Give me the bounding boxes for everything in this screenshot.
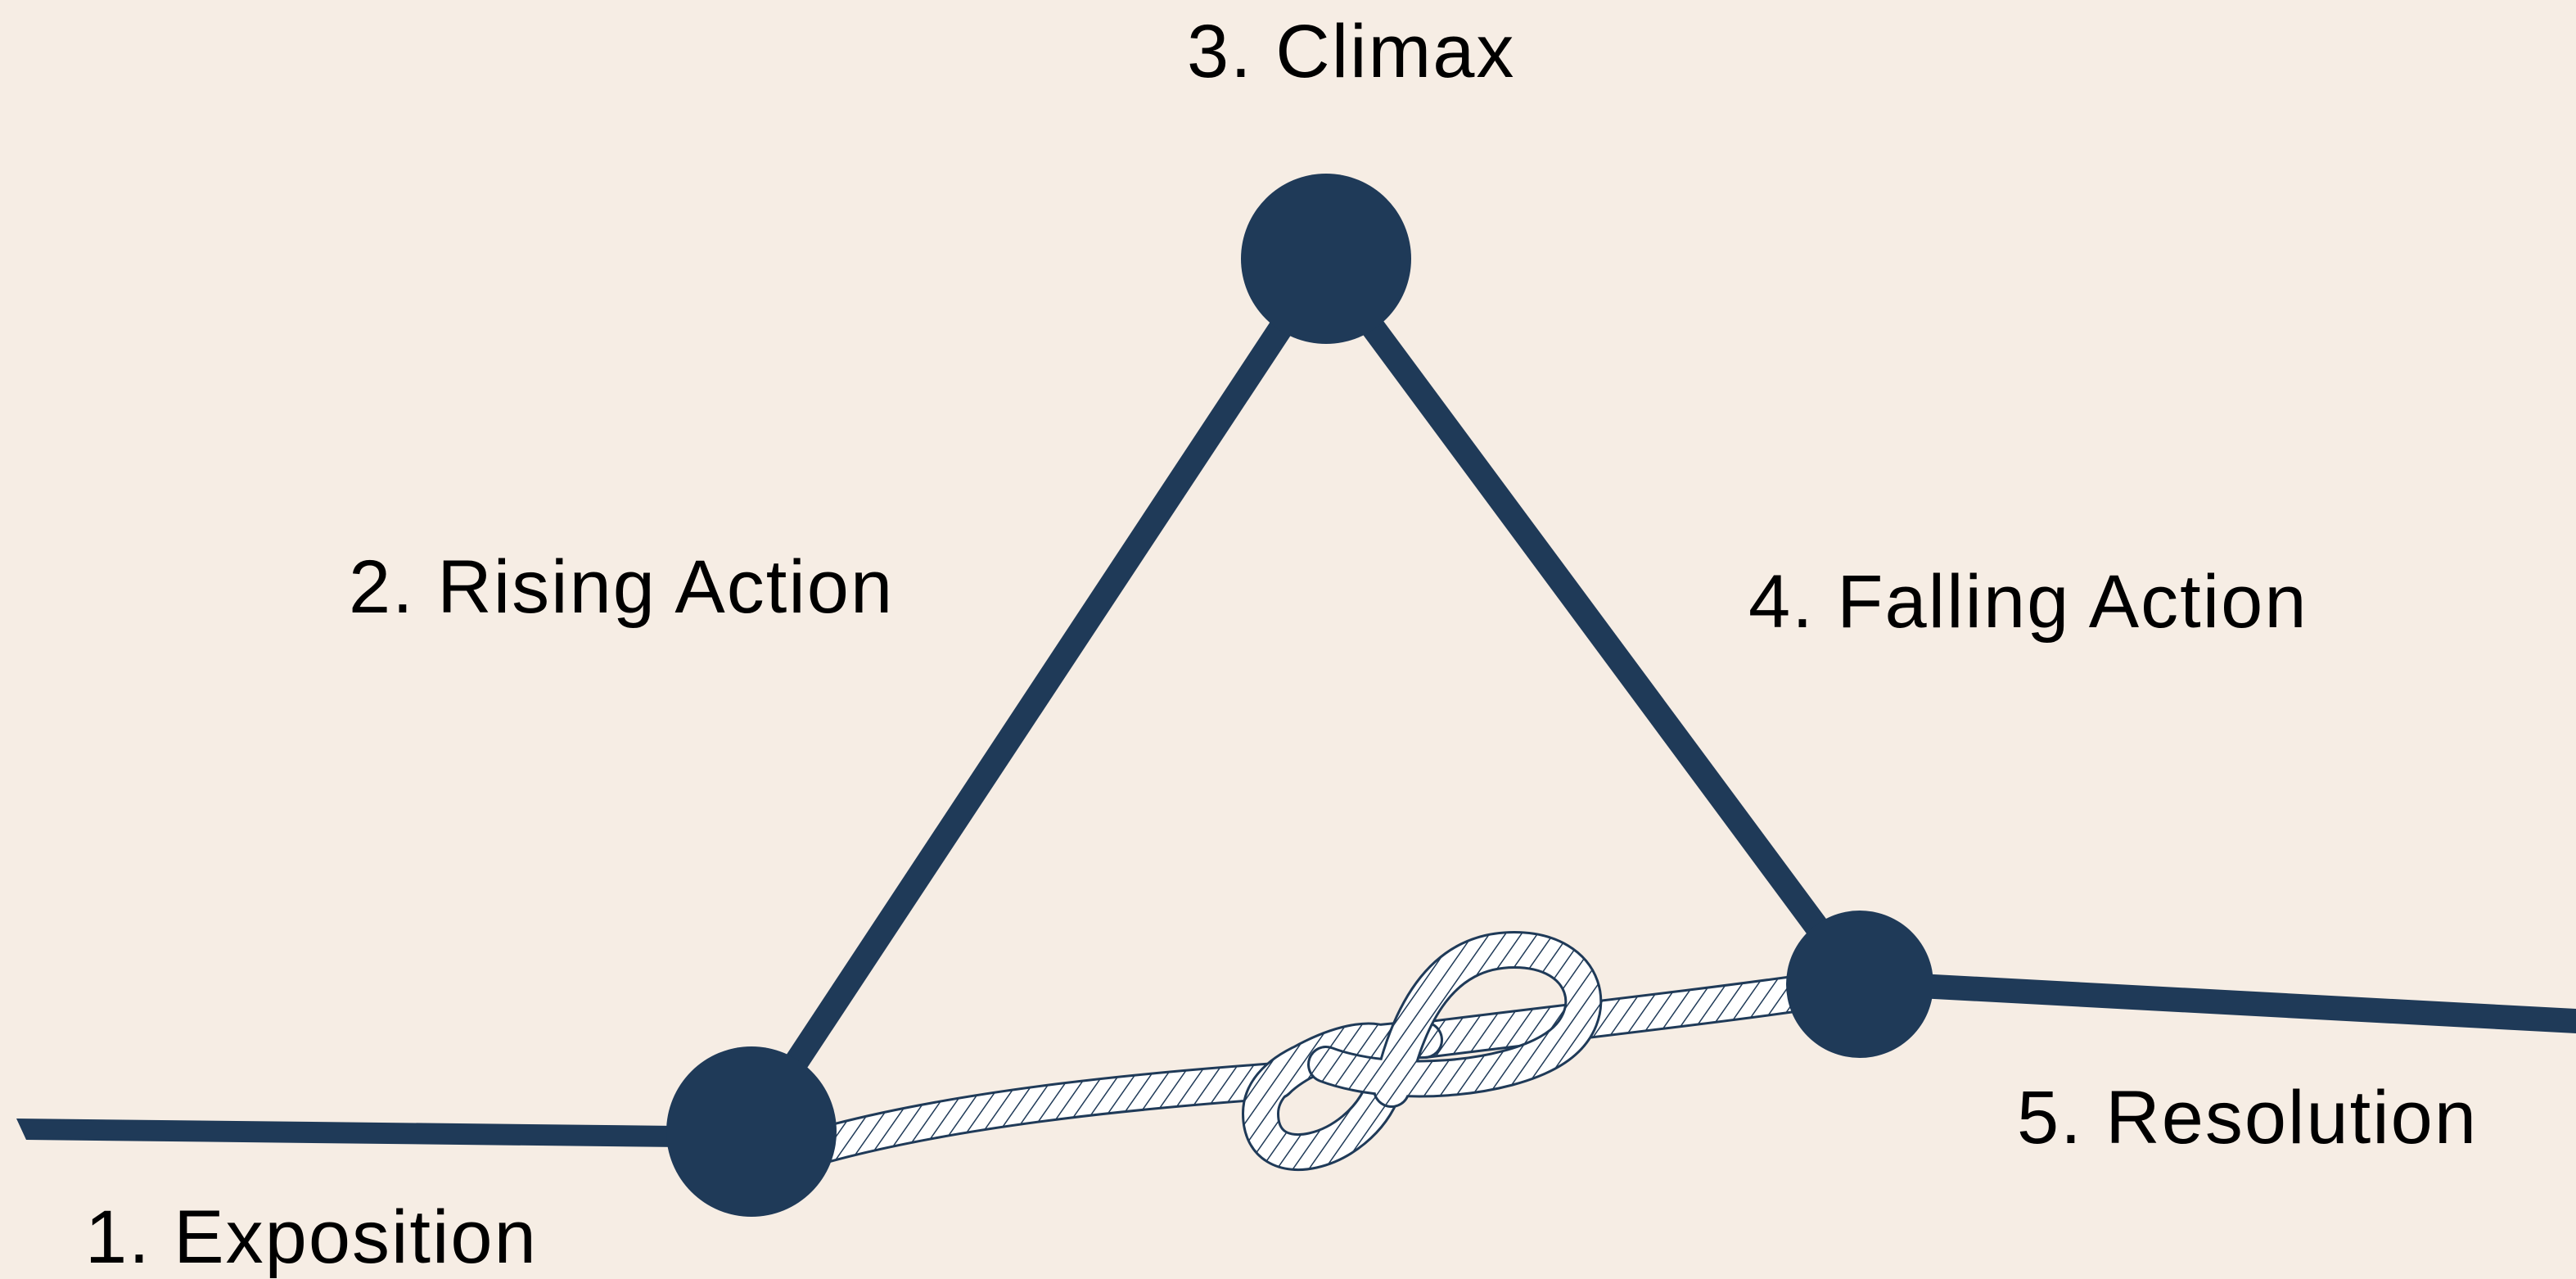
exposition-line (16, 1119, 751, 1148)
stage-label-falling-action: 4. Falling Action (1748, 560, 2308, 644)
plot-nodes (666, 174, 1933, 1217)
resolution-node (1786, 911, 1933, 1058)
figure-eight-knot-rope-icon (1241, 930, 1603, 1171)
falling-action-line (1314, 255, 1869, 990)
stage-labels: 1. Exposition 2. Rising Action 3. Climax… (85, 10, 2478, 1279)
exposition-node (666, 1046, 837, 1217)
stage-label-resolution: 5. Resolution (2017, 1076, 2478, 1159)
stage-label-exposition: 1. Exposition (85, 1195, 538, 1279)
stage-label-rising-action: 2. Rising Action (349, 545, 894, 629)
stage-label-climax: 3. Climax (1187, 10, 1515, 93)
resolution-line (1858, 970, 2576, 1033)
rising-action-line (741, 255, 1335, 1137)
climax-node (1241, 174, 1411, 344)
knot-loop-upper-fill (1310, 933, 1600, 1105)
plot-lines (16, 255, 2576, 1148)
rope-segment-fill (1408, 974, 1834, 1056)
rope-segment-fill (802, 1064, 1293, 1163)
rope-connector (800, 972, 1836, 1165)
